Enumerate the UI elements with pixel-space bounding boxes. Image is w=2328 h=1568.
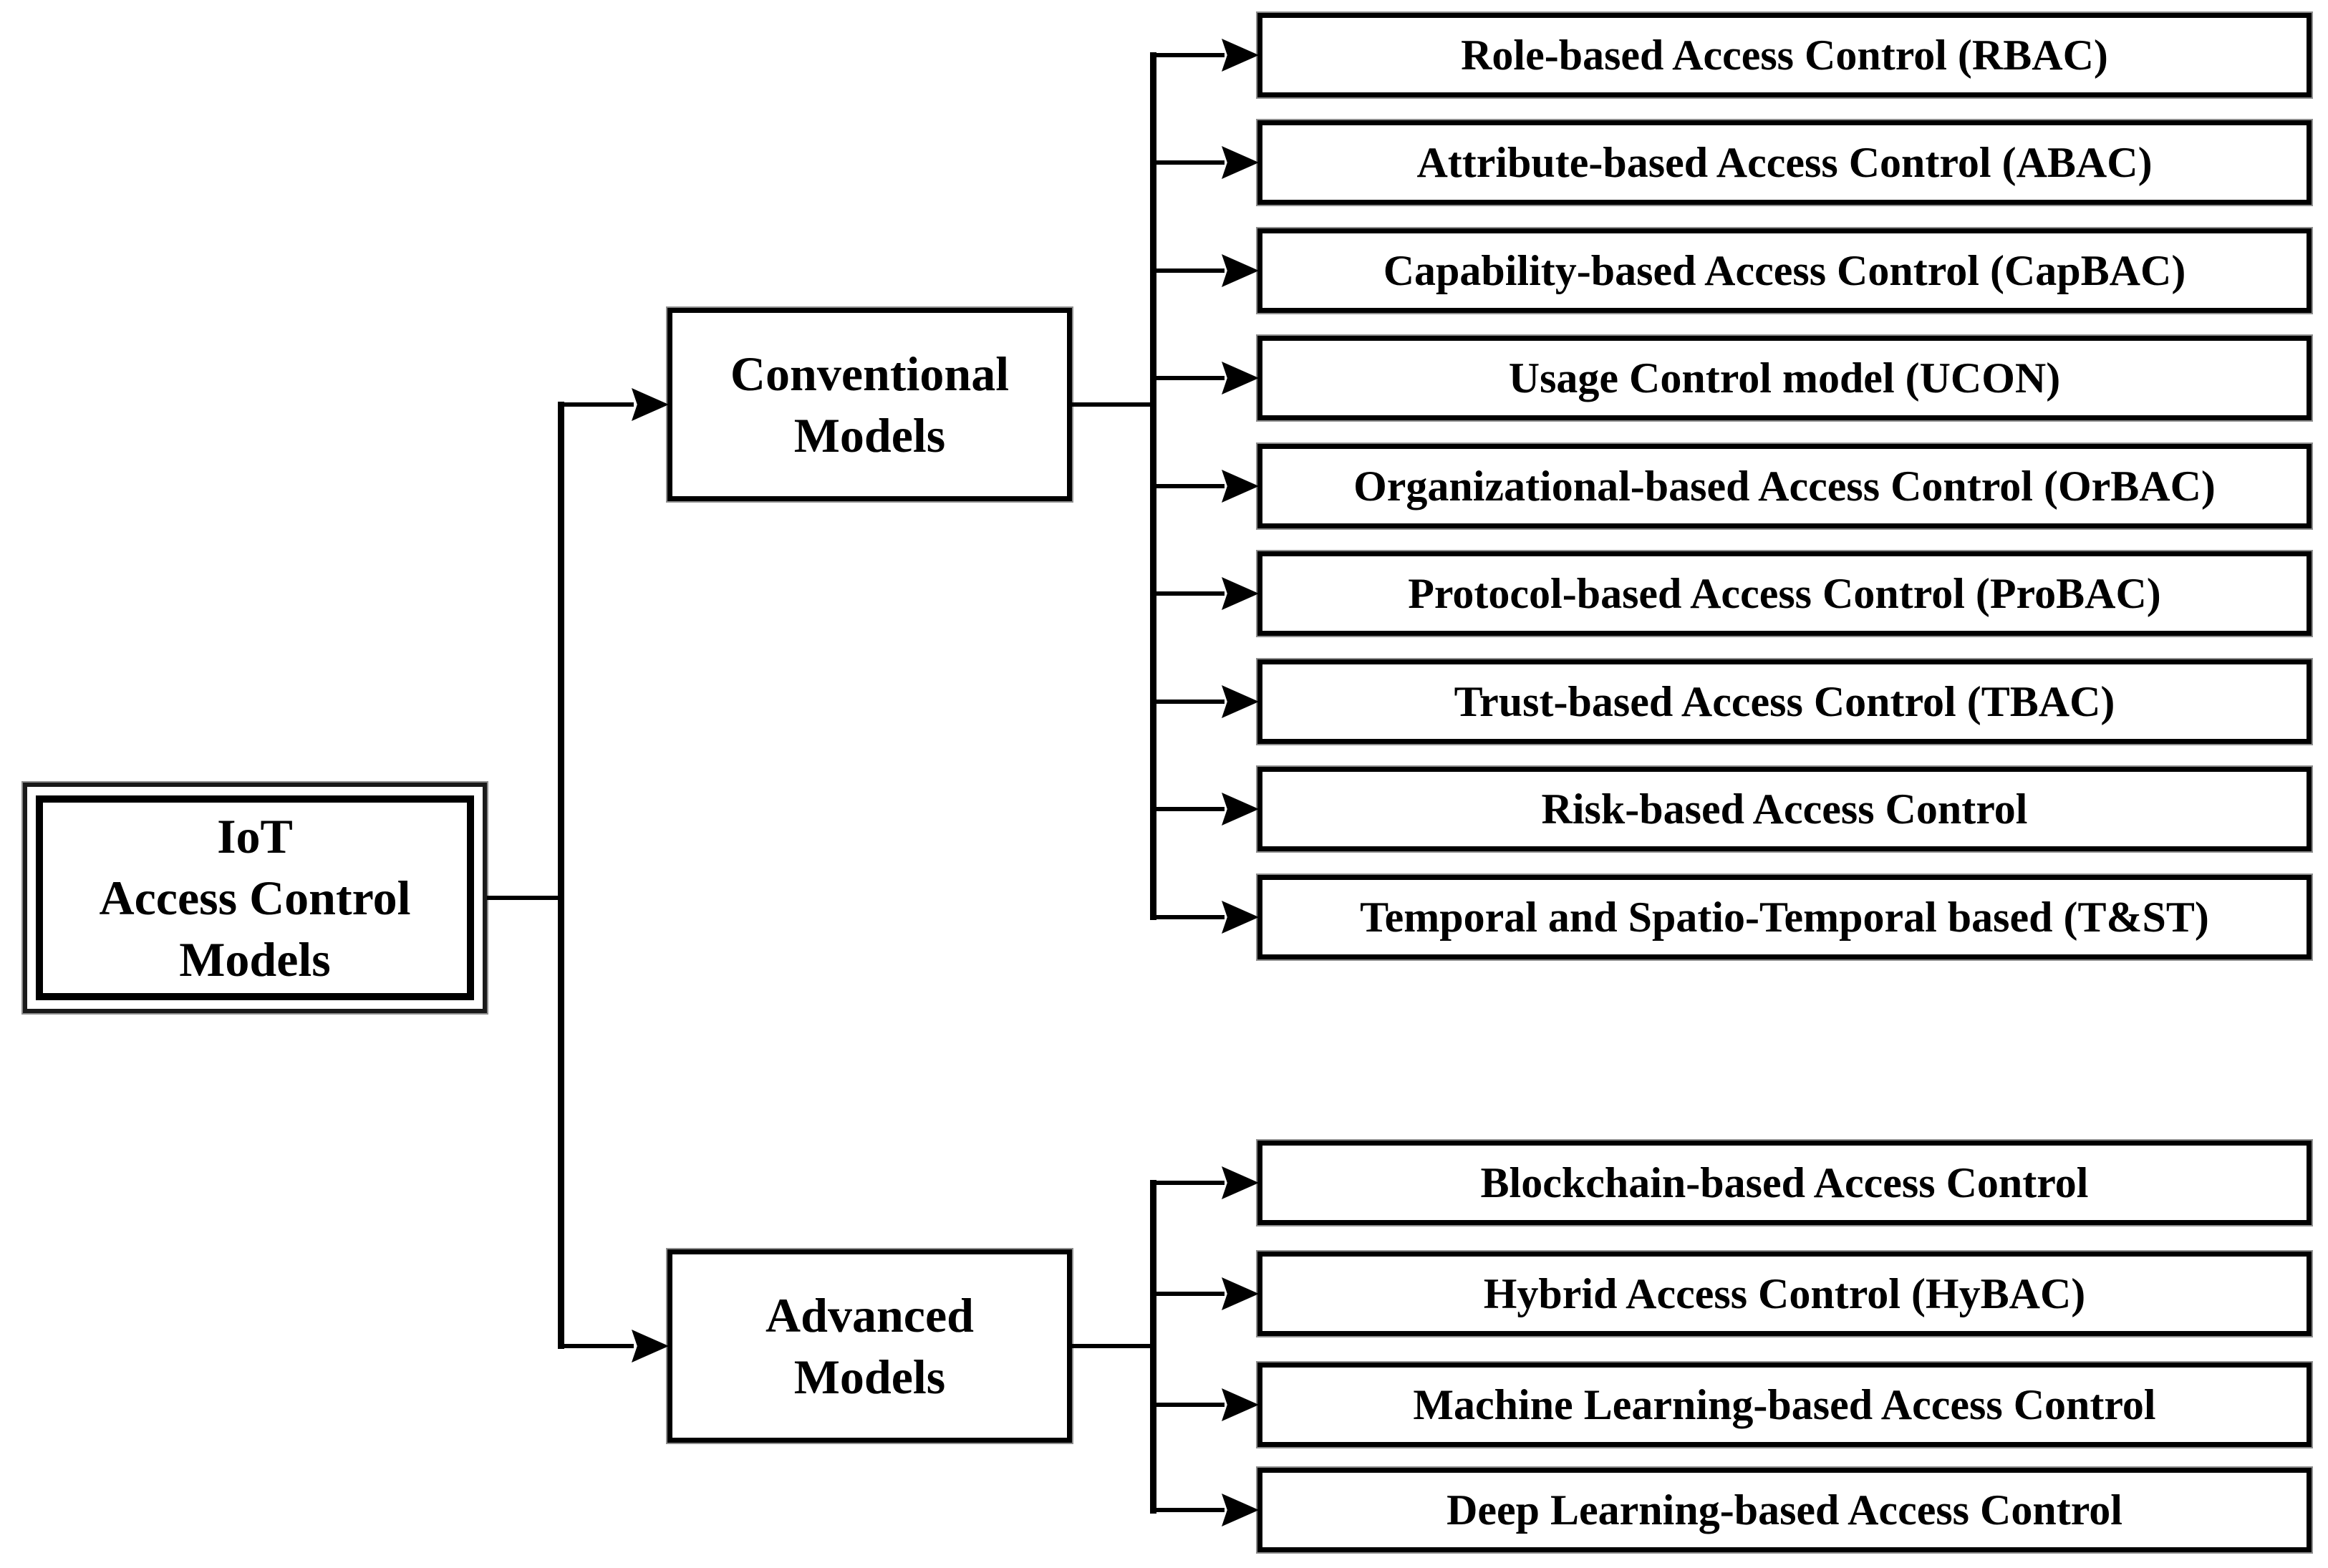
connector-branch-t-st	[1150, 915, 1225, 919]
connector-root-link	[487, 896, 561, 900]
root-label-line-2: Access Control	[99, 871, 411, 925]
node-iot-access-control-models: IoT Access Control Models	[21, 781, 488, 1015]
node-abac: Attribute-based Access Control (ABAC)	[1256, 119, 2313, 206]
arrowhead-capbac-icon	[1222, 254, 1259, 287]
connector-advanced-link	[1071, 1344, 1156, 1348]
node-ml: Machine Learning-based Access Control	[1256, 1361, 2313, 1448]
node-rbac: Role-based Access Control (RBAC)	[1256, 11, 2313, 99]
arrowhead-conventional-icon	[632, 388, 669, 421]
arrowhead-rbac-icon	[1222, 39, 1259, 72]
node-orbac: Organizational-based Access Control (OrB…	[1256, 442, 2313, 530]
node-risk-based: Risk-based Access Control	[1256, 765, 2313, 853]
arrowhead-hybac-icon	[1222, 1277, 1259, 1310]
node-ucon: Usage Control model (UCON)	[1256, 334, 2313, 422]
arrowhead-orbac-icon	[1222, 470, 1259, 503]
arrowhead-probac-icon	[1222, 577, 1259, 610]
conventional-label-line-1: Conventional	[730, 347, 1010, 401]
connector-branch-ucon	[1150, 376, 1225, 380]
node-tbac: Trust-based Access Control (TBAC)	[1256, 658, 2313, 745]
connector-branch-ml	[1150, 1403, 1225, 1407]
node-advanced-models: Advanced Models	[666, 1248, 1073, 1444]
arrowhead-risk-icon	[1222, 793, 1259, 826]
arrowhead-blockchain-icon	[1222, 1166, 1259, 1199]
advanced-label-line-2: Models	[793, 1350, 946, 1404]
node-hybac: Hybrid Access Control (HyBAC)	[1256, 1250, 2313, 1337]
arrowhead-ucon-icon	[1222, 362, 1259, 395]
node-conventional-models: Conventional Models	[666, 306, 1073, 503]
connector-branch-orbac	[1150, 484, 1225, 488]
node-dl: Deep Learning-based Access Control	[1256, 1466, 2313, 1554]
connector-branch-rbac	[1150, 53, 1225, 57]
root-label-line-1: IoT	[217, 809, 293, 863]
connector-branch-abac	[1150, 160, 1225, 165]
node-capbac: Capability-based Access Control (CapBAC)	[1256, 227, 2313, 314]
connector-branch-dl	[1150, 1508, 1225, 1512]
root-inner-border: IoT Access Control Models	[36, 795, 474, 1000]
root-label-line-3: Models	[179, 932, 331, 987]
arrowhead-abac-icon	[1222, 146, 1259, 179]
connector-main-trunk	[558, 402, 564, 1349]
arrowhead-t-st-icon	[1222, 901, 1259, 934]
connector-advanced-trunk	[1150, 1180, 1156, 1514]
conventional-label-line-2: Models	[793, 408, 946, 463]
arrowhead-advanced-icon	[632, 1330, 669, 1363]
connector-branch-risk	[1150, 807, 1225, 811]
connector-branch-tbac	[1150, 700, 1225, 704]
arrowhead-dl-icon	[1222, 1494, 1259, 1526]
arrowhead-ml-icon	[1222, 1388, 1259, 1421]
node-t-st: Temporal and Spatio-Temporal based (T&ST…	[1256, 873, 2313, 961]
connector-branch-blockchain	[1150, 1181, 1225, 1185]
connector-branch-advanced	[558, 1344, 634, 1348]
connector-branch-conventional	[558, 402, 634, 407]
node-blockchain: Blockchain-based Access Control	[1256, 1139, 2313, 1226]
advanced-label-line-1: Advanced	[765, 1288, 974, 1342]
node-probac: Protocol-based Access Control (ProBAC)	[1256, 550, 2313, 637]
arrowhead-tbac-icon	[1222, 685, 1259, 718]
connector-branch-probac	[1150, 591, 1225, 596]
connector-branch-capbac	[1150, 268, 1225, 273]
connector-branch-hybac	[1150, 1292, 1225, 1296]
connector-conventional-link	[1071, 402, 1156, 407]
